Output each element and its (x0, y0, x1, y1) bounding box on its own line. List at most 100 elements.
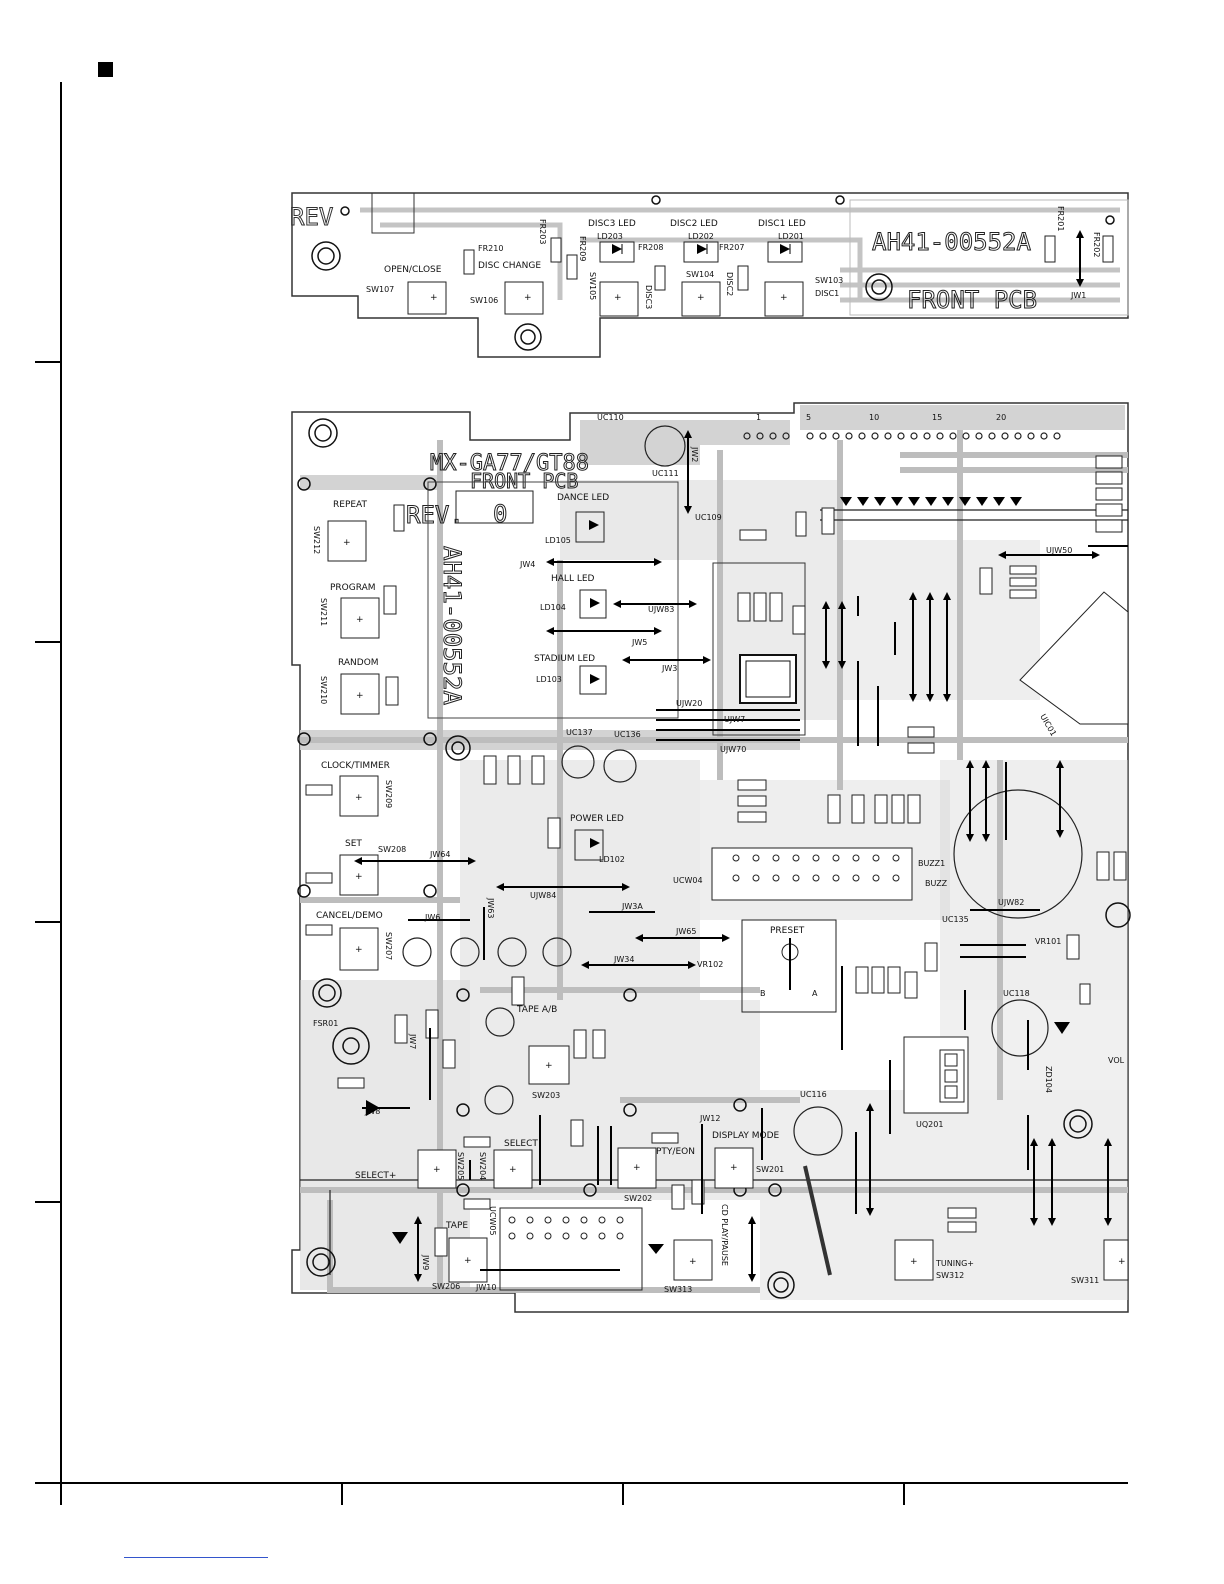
switch-sw104: + SW104 DISC2 (681, 270, 734, 317)
svg-text:+: + (1118, 1257, 1126, 1267)
switch-label: RANDOM (338, 658, 379, 668)
resistor-ref: FR210 (478, 244, 503, 253)
lower-rev-label: REV. (406, 501, 464, 529)
resistor-ref: FR202 (1092, 232, 1101, 257)
led-ref: LD203 (597, 232, 623, 241)
jumper-ref: JW34 (613, 955, 634, 964)
jumper-ref: UJW83 (648, 605, 674, 614)
ic-center (712, 562, 806, 736)
svg-text:+: + (355, 945, 363, 955)
jumper-ref: JW4 (519, 560, 535, 569)
switch-ref: SW313 (664, 1285, 692, 1294)
switch-label: DISC CHANGE (478, 261, 541, 271)
switch-ref: SW211 (319, 598, 328, 626)
switch-sw311: + SW311 (1071, 1239, 1129, 1285)
buzz1-label: BUZZ1 (918, 859, 945, 868)
component-ref: UC137 (566, 728, 593, 737)
jumper-labels: JW2 JW3 JW4 JW5 JW6 JW7 JW8 JW9 JW10 JW1… (364, 446, 1072, 1292)
small-diodes (366, 1022, 1070, 1254)
resistors (305, 455, 1127, 1257)
lower-switches-left: REPEAT + SW212 PROGRAM + SW211 RANDOM + … (312, 500, 406, 971)
led-label: HALL LED (551, 574, 595, 584)
jumper-ref: JW3 (661, 664, 677, 673)
jumper-jw1: JW1 (1070, 230, 1086, 300)
component-ref: UC110 (597, 413, 624, 422)
switch-ref: SW107 (366, 285, 394, 294)
switch-label: CANCEL/DEMO (316, 911, 383, 921)
svg-text:+: + (689, 1257, 697, 1267)
switch-ref: SW208 (378, 845, 406, 854)
jumper-ref: UJW84 (530, 891, 556, 900)
jumper-ref: JW9 (421, 1254, 430, 1270)
svg-text:+: + (355, 872, 363, 882)
component-ref: UC118 (1003, 989, 1030, 998)
switch-sw205: SELECT+ + SW205 (355, 1149, 465, 1189)
switch-ref: SW207 (384, 932, 393, 960)
upper-leds: DISC3 LED LD203 DISC2 LED LD202 DISC1 LE… (588, 219, 806, 263)
switch-ref: SW203 (532, 1091, 560, 1100)
diode-row (840, 497, 1022, 506)
switch-ref: SW104 (686, 270, 714, 279)
led-ref: LD102 (599, 855, 625, 864)
footer-link-underline[interactable] (124, 1557, 268, 1558)
pin-number: 20 (996, 413, 1006, 422)
jumper-ref: JW65 (675, 927, 696, 936)
switch-ref: SW212 (312, 526, 321, 554)
led-ref: LD104 (540, 603, 566, 612)
resistor-ref: FR203 (538, 219, 547, 244)
svg-text:+: + (614, 293, 622, 303)
switch-sw207: CANCEL/DEMO + SW207 (316, 911, 393, 971)
switch-ref: SW201 (756, 1165, 784, 1174)
regulator-uq201: UQ201 (903, 1036, 969, 1129)
svg-text:B: B (760, 989, 766, 998)
jumper-ref: JW2 (690, 446, 699, 462)
arrowheads (354, 430, 1112, 1282)
switch-label: SET (345, 839, 362, 849)
svg-text:+: + (433, 1165, 441, 1175)
jumper-ref: JW64 (429, 850, 450, 859)
jumper-ref: JW3A (621, 902, 643, 911)
led-label: STADIUM LED (534, 654, 595, 664)
led-label: DISC1 LED (758, 219, 806, 229)
jumper-ref: UJW20 (676, 699, 702, 708)
buzz-label: BUZZ (925, 879, 948, 888)
vol-label: VOL (1108, 1056, 1125, 1065)
connector-ucw04: UCW04 BUZZ1 BUZZ (673, 847, 948, 901)
resistor-ref: FR208 (638, 243, 663, 252)
regulator-ref: UQ201 (916, 1120, 943, 1129)
jumper-ref: JW1 (1070, 291, 1086, 300)
led-ref: LD202 (688, 232, 714, 241)
svg-text:+: + (780, 293, 788, 303)
switch-ref: SW204 (478, 1152, 487, 1180)
connector-pin-numbers: 1 5 10 15 20 (756, 413, 1006, 422)
led-ld103: STADIUM LED LD103 (534, 654, 607, 695)
component-ref: UC135 (942, 915, 969, 924)
switch-sw209: CLOCK/TIMMER + SW209 (321, 761, 393, 817)
led-label: DISC2 LED (670, 219, 718, 229)
switch-ref: SW312 (936, 1271, 964, 1280)
switch-label: DISPLAY MODE (712, 1131, 780, 1141)
svg-text:+: + (545, 1061, 553, 1071)
switch-sw203: TAPE A/B + SW203 (516, 1005, 570, 1100)
pin-number: 5 (806, 413, 811, 422)
switch-ref: SW103 (815, 276, 843, 285)
switch-sw106: + DISC CHANGE SW106 (470, 261, 544, 315)
switch-label: CD PLAY/PAUSE (720, 1204, 729, 1266)
switch-label: SELECT+ (355, 1171, 396, 1181)
svg-text:+: + (355, 793, 363, 803)
led-ld201: DISC1 LED LD201 (758, 219, 806, 263)
connector-ucw05: UCW05 (488, 1206, 643, 1291)
lower-model: MX-GA77/GT88 (430, 451, 589, 476)
upper-part-number: AH41-00552A (872, 228, 1031, 256)
switch-sw204: SELECT + SW204 (478, 1139, 538, 1189)
switch-sw210: RANDOM + SW210 (319, 658, 380, 715)
lower-rev-number: 0 (493, 500, 507, 528)
switch-label: OPEN/CLOSE (384, 265, 442, 275)
pin-number: 10 (869, 413, 879, 422)
jumper-ref: UJW50 (1046, 546, 1072, 555)
led-ld203: DISC3 LED LD203 (588, 219, 636, 263)
page-frame (35, 62, 1128, 1505)
switch-label: TAPE (445, 1221, 468, 1231)
led-label: DANCE LED (557, 493, 609, 503)
